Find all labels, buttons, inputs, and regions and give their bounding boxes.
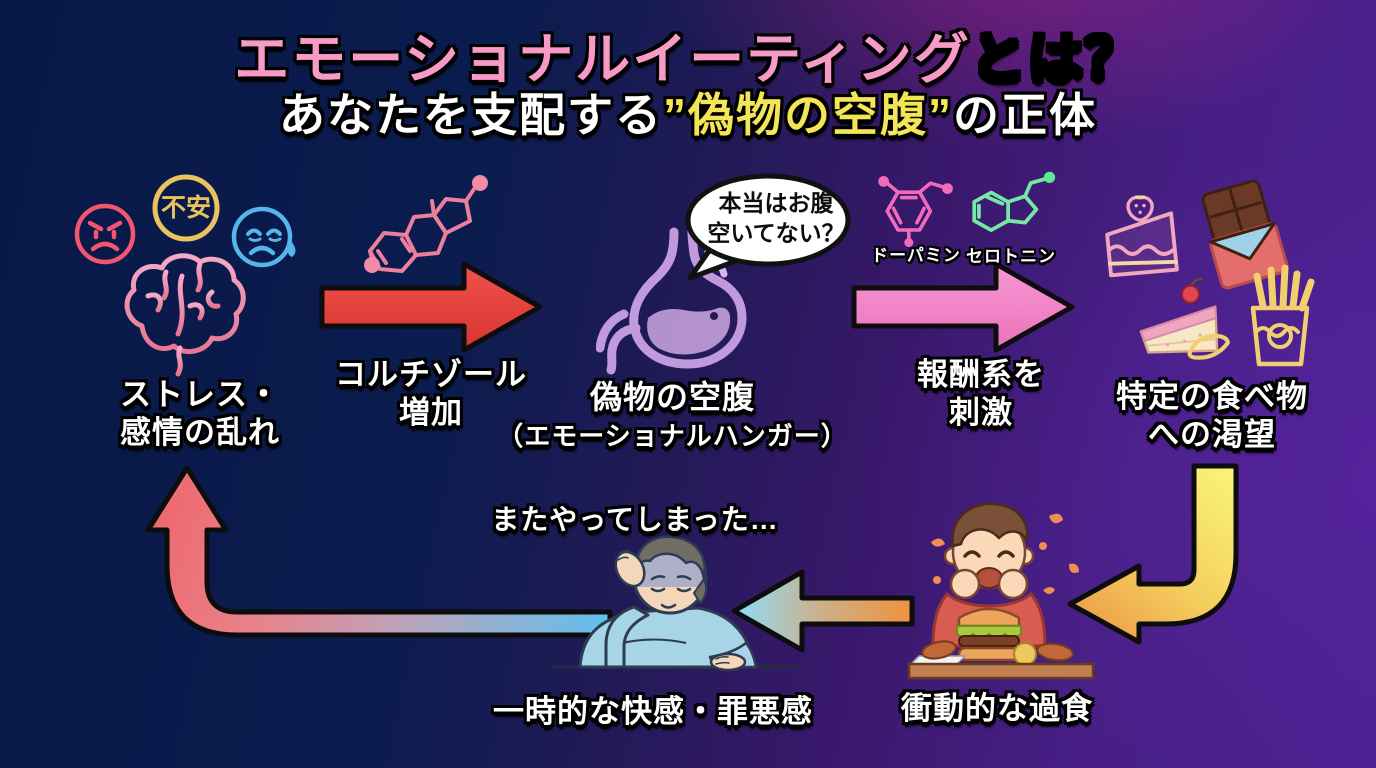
binge-label: 衝動的な過食 [901, 691, 1093, 726]
subtitle-highlight: ”偽物の空腹” [663, 89, 953, 141]
craving-label-line1: 特定の食べ物 [1116, 379, 1308, 414]
stress-label-line1: ストレス・ [120, 377, 280, 412]
fake-hunger-sublabel: （エモーショナルハンガー） [497, 421, 848, 451]
fries-icon [1250, 264, 1315, 367]
anxiety-circle-icon [152, 174, 220, 242]
cortisol-label-line1: コルチゾール [335, 357, 527, 392]
chip-icon [1187, 333, 1230, 360]
anxiety-badge: 不安 [148, 170, 224, 246]
angry-face-icon [74, 203, 136, 265]
reward-label: 報酬系を 刺激 [872, 356, 1090, 432]
dopamine-label: ドーパミン [871, 246, 961, 265]
aftermath-label: 一時的な快感・罪悪感 [493, 694, 813, 729]
page-title: エモーショナルイーティングとは？ [0, 14, 1376, 94]
serotonin-molecule-icon [972, 171, 1056, 232]
cortisol-label-line2: 増加 [399, 394, 463, 430]
speech-bubble-line1: 本当はお腹 [718, 190, 834, 216]
arrow-right-pink-icon [851, 261, 1075, 353]
brain-icon [124, 253, 246, 377]
aftermath-thought: またやってしまった… [491, 504, 779, 535]
reward-label-line1: 報酬系を [917, 357, 1045, 392]
cortisol-molecule-icon [364, 175, 488, 273]
title-highlight: エモーショナルイーティング [234, 28, 971, 90]
strawberry-cake-icon [1105, 195, 1179, 278]
craving-label-line2: への渇望 [1148, 416, 1276, 452]
stress-label-line2: 感情の乱れ [120, 414, 280, 450]
dopamine-molecule-icon [878, 176, 953, 248]
stress-label: ストレス・ 感情の乱れ [60, 376, 340, 452]
speech-bubble-line2: 空いてない？ [707, 219, 845, 246]
arrow-down-left-yellow-icon [1067, 463, 1239, 645]
fake-hunger-label: 偽物の空腹 [589, 379, 755, 415]
page-subtitle: あなたを支配する”偽物の空腹”の正体 [0, 79, 1376, 145]
reward-label-line2: 刺激 [949, 394, 1013, 430]
regret-person-icon [552, 535, 804, 672]
binge-eating-person-icon [907, 502, 1095, 680]
subtitle-suffix: の正体 [953, 89, 1097, 141]
arrow-right-red-icon [319, 261, 543, 353]
speech-bubble-icon [685, 173, 851, 281]
cortisol-label: コルチゾール 増加 [318, 356, 544, 432]
title-rest: とは？ [970, 28, 1142, 90]
stomach-icon [596, 227, 747, 375]
anxiety-badge-label: 不安 [160, 194, 211, 222]
craving-label: 特定の食べ物 への渇望 [1092, 378, 1332, 454]
arrow-return-up-icon [145, 465, 613, 638]
crying-face-icon [231, 206, 296, 268]
speech-bubble-text: 本当はお腹 空いてない？ [700, 189, 852, 249]
arrow-left-orange-blue-icon [731, 569, 915, 653]
subtitle-prefix: あなたを支配する [279, 89, 663, 141]
serotonin-label: セロトニン [966, 247, 1056, 266]
